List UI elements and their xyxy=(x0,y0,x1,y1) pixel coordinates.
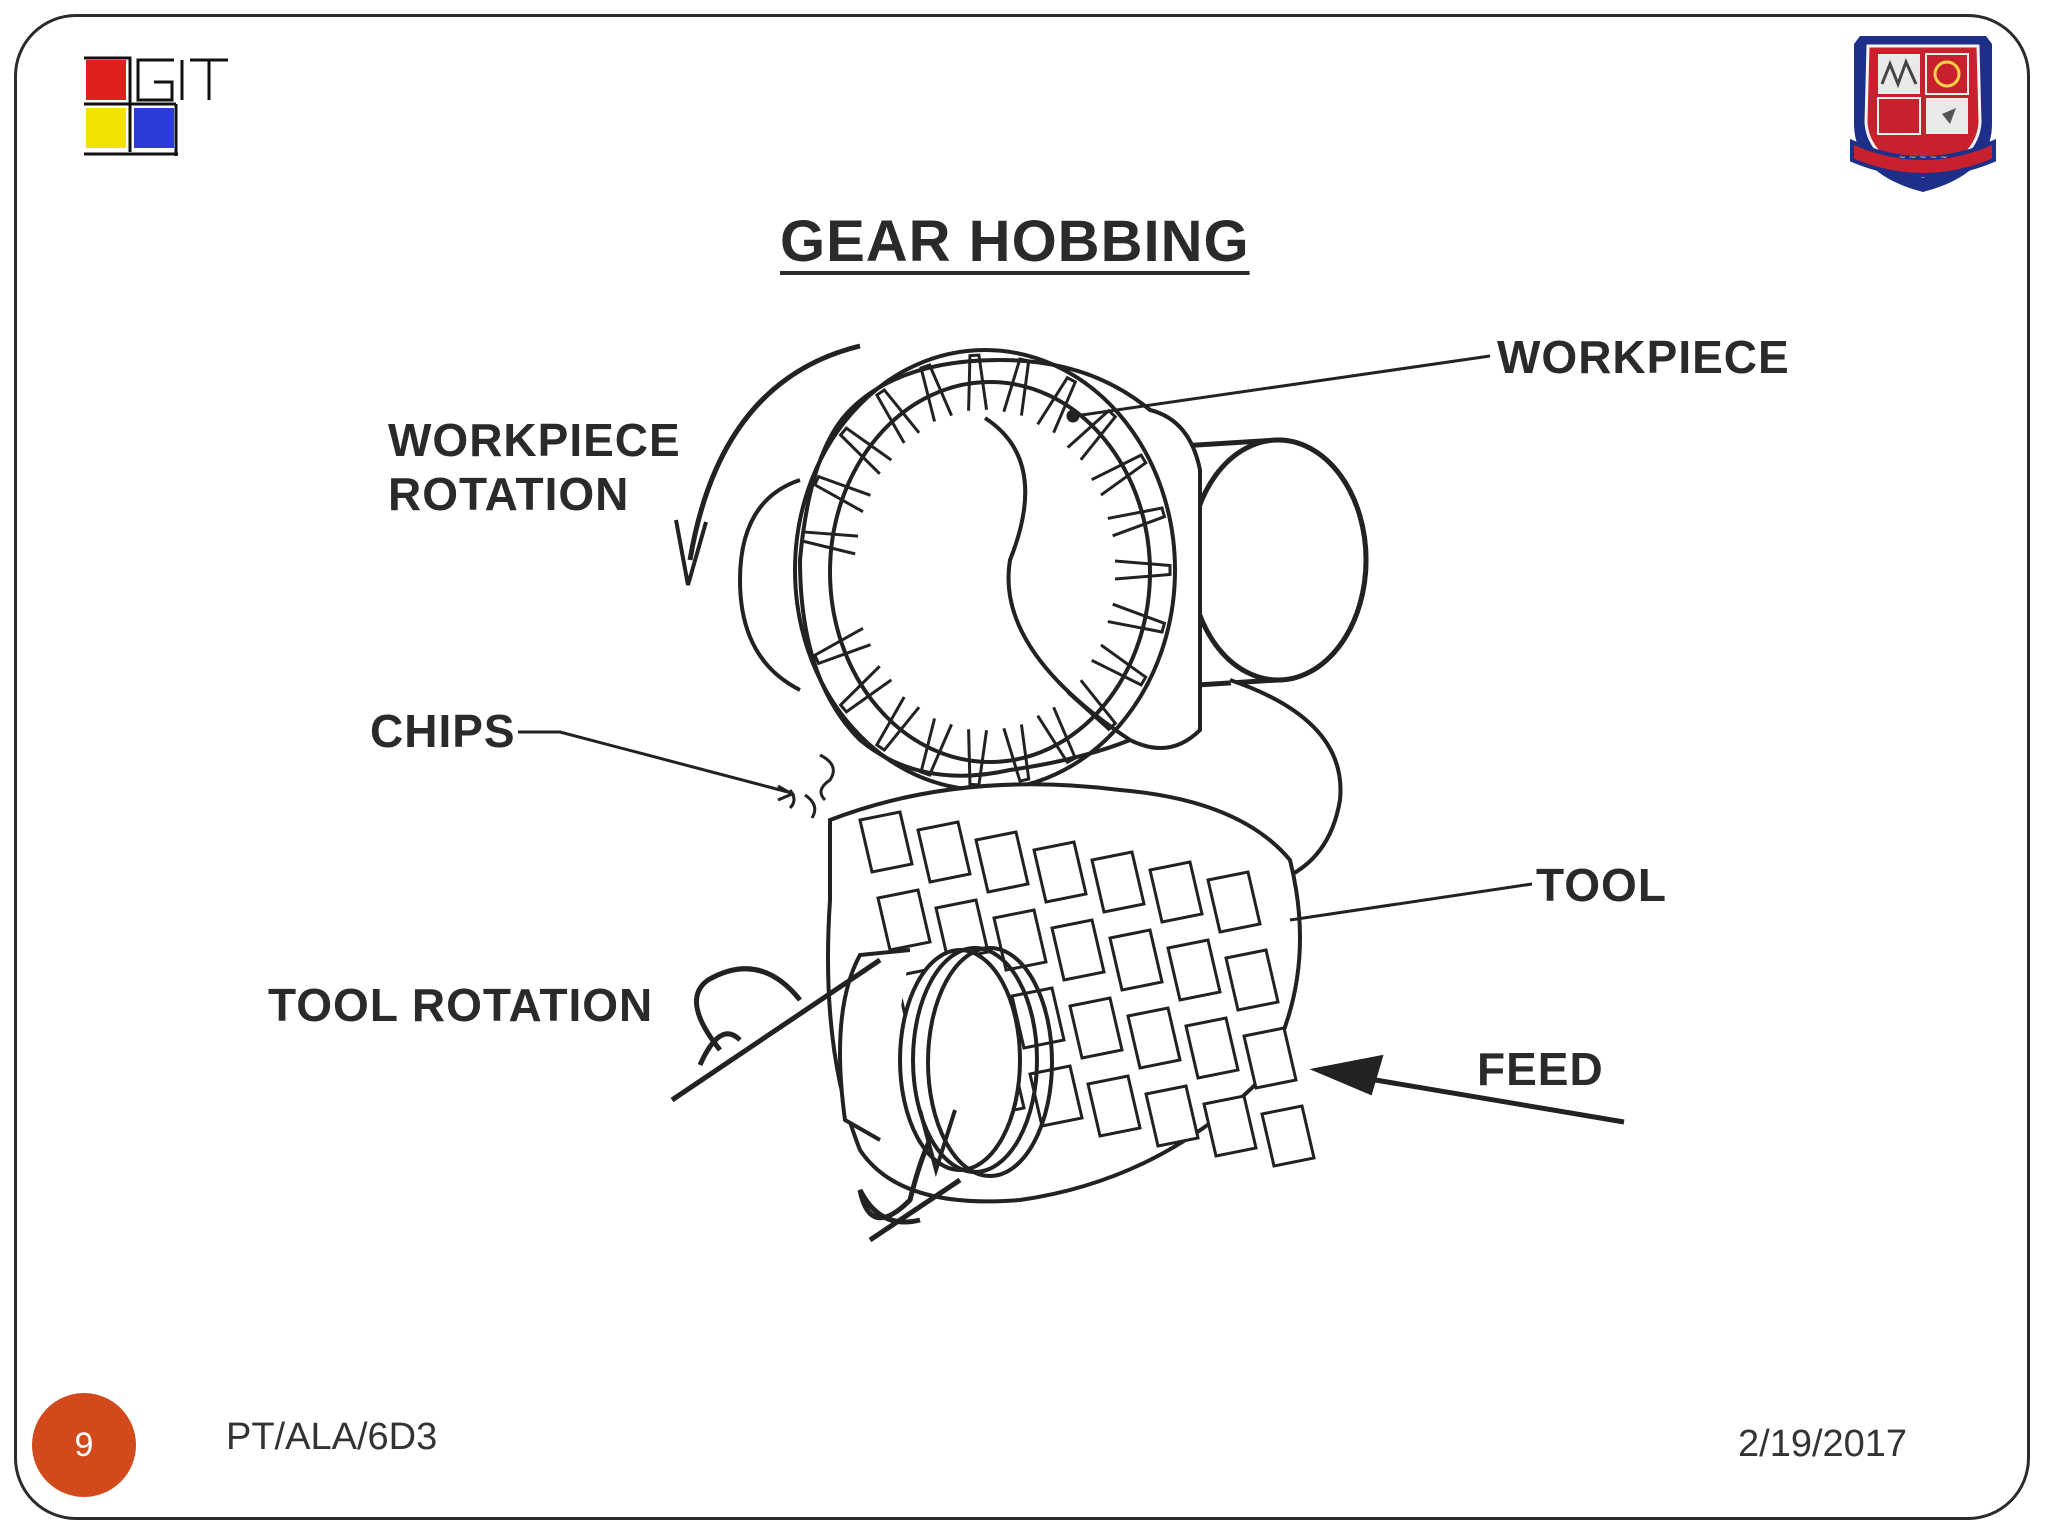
gear-tooth xyxy=(919,718,953,777)
chips-curls xyxy=(788,753,835,819)
gear-tooth xyxy=(919,363,953,422)
tool-rotation-arrows xyxy=(670,957,962,1243)
logo-yellow-square xyxy=(86,108,126,148)
hob-tooth xyxy=(1184,1016,1240,1080)
page-number-badge: 9 xyxy=(32,1393,136,1497)
hob-tooth xyxy=(1108,928,1164,992)
footer-course-code: PT/ALA/6D3 xyxy=(226,1416,438,1458)
back-shaft xyxy=(737,478,801,692)
hob-tooth xyxy=(1202,1094,1258,1158)
label-tool: TOOL xyxy=(1536,859,1667,911)
gear-tooth xyxy=(1114,559,1172,581)
gear-tooth xyxy=(967,353,989,411)
hob-tooth xyxy=(1224,948,1280,1012)
hob-tooth xyxy=(974,830,1030,894)
logo-blue-square xyxy=(134,108,174,148)
feed-arrow xyxy=(1309,1054,1625,1125)
gear-tooth xyxy=(838,426,893,475)
hob-tooth xyxy=(1242,1026,1298,1090)
gear-tooth xyxy=(1107,506,1167,538)
gear-tooth xyxy=(1036,375,1078,434)
hob-tooth xyxy=(1126,1006,1182,1070)
footer-date: 2/19/2017 xyxy=(1738,1423,1908,1465)
hob-tooth xyxy=(1206,870,1262,934)
hob-tooth xyxy=(1028,1064,1084,1128)
logo-git-letters xyxy=(136,58,228,102)
institution-crest: ~ ~ ~ ~ ~ xyxy=(1850,36,1996,192)
workpiece-gear xyxy=(793,348,1202,792)
label-workpiece-rotation-line2: ROTATION xyxy=(388,468,630,520)
gear-tooth xyxy=(1091,643,1148,687)
gear-tooth xyxy=(838,665,893,714)
gear-tooth xyxy=(812,474,871,514)
gear-tooth xyxy=(1036,706,1078,765)
gear-tooth xyxy=(799,530,859,556)
hob-tooth xyxy=(1068,996,1124,1060)
gear-tooth xyxy=(1002,724,1031,783)
label-tool-rotation: TOOL ROTATION xyxy=(268,979,654,1031)
gear-tooth xyxy=(874,387,921,444)
tool-shaft-and-collar xyxy=(838,946,1054,1178)
leader-lines xyxy=(518,354,1533,922)
diagram-title: GEAR HOBBING xyxy=(780,209,1250,274)
hob-tooth xyxy=(858,810,914,874)
logo-frame-lines xyxy=(84,56,178,156)
hob-tooth xyxy=(1032,840,1088,904)
label-feed: FEED xyxy=(1477,1043,1604,1095)
hob-tooth xyxy=(1148,860,1204,924)
label-chips: CHIPS xyxy=(370,705,516,757)
gear-tooth xyxy=(967,729,989,787)
gear-tooth xyxy=(874,696,921,753)
svg-text:~ ~ ~ ~ ~: ~ ~ ~ ~ ~ xyxy=(1898,153,1947,163)
gear-tooth xyxy=(812,626,871,666)
hob-tooth xyxy=(1050,918,1106,982)
label-workpiece-rotation: WORKPIECE ROTATION xyxy=(388,413,681,521)
hob-tooth xyxy=(1086,1074,1142,1138)
logo-red-square xyxy=(86,60,126,100)
hob-tooth xyxy=(876,888,932,952)
workpiece-rotation-arrow xyxy=(674,343,861,586)
gear-tooth xyxy=(1091,453,1148,497)
gear-tooth xyxy=(1066,408,1118,461)
label-workpiece: WORKPIECE xyxy=(1497,331,1790,383)
hob-tooth xyxy=(992,908,1048,972)
gear-tooth xyxy=(1066,679,1118,732)
hob-tooth xyxy=(916,820,972,884)
hob-tooth xyxy=(1144,1084,1200,1148)
gear-tooth xyxy=(1002,357,1031,416)
label-workpiece-rotation-line1: WORKPIECE xyxy=(388,414,681,466)
hob-tooth xyxy=(1260,1104,1316,1168)
git-logo xyxy=(84,56,228,156)
gear-tooth xyxy=(1107,602,1167,634)
lower-shaft xyxy=(1229,678,1343,882)
hob-tooth xyxy=(1166,938,1222,1002)
hob-tooth xyxy=(1090,850,1146,914)
workpiece-gear-teeth xyxy=(799,353,1172,787)
